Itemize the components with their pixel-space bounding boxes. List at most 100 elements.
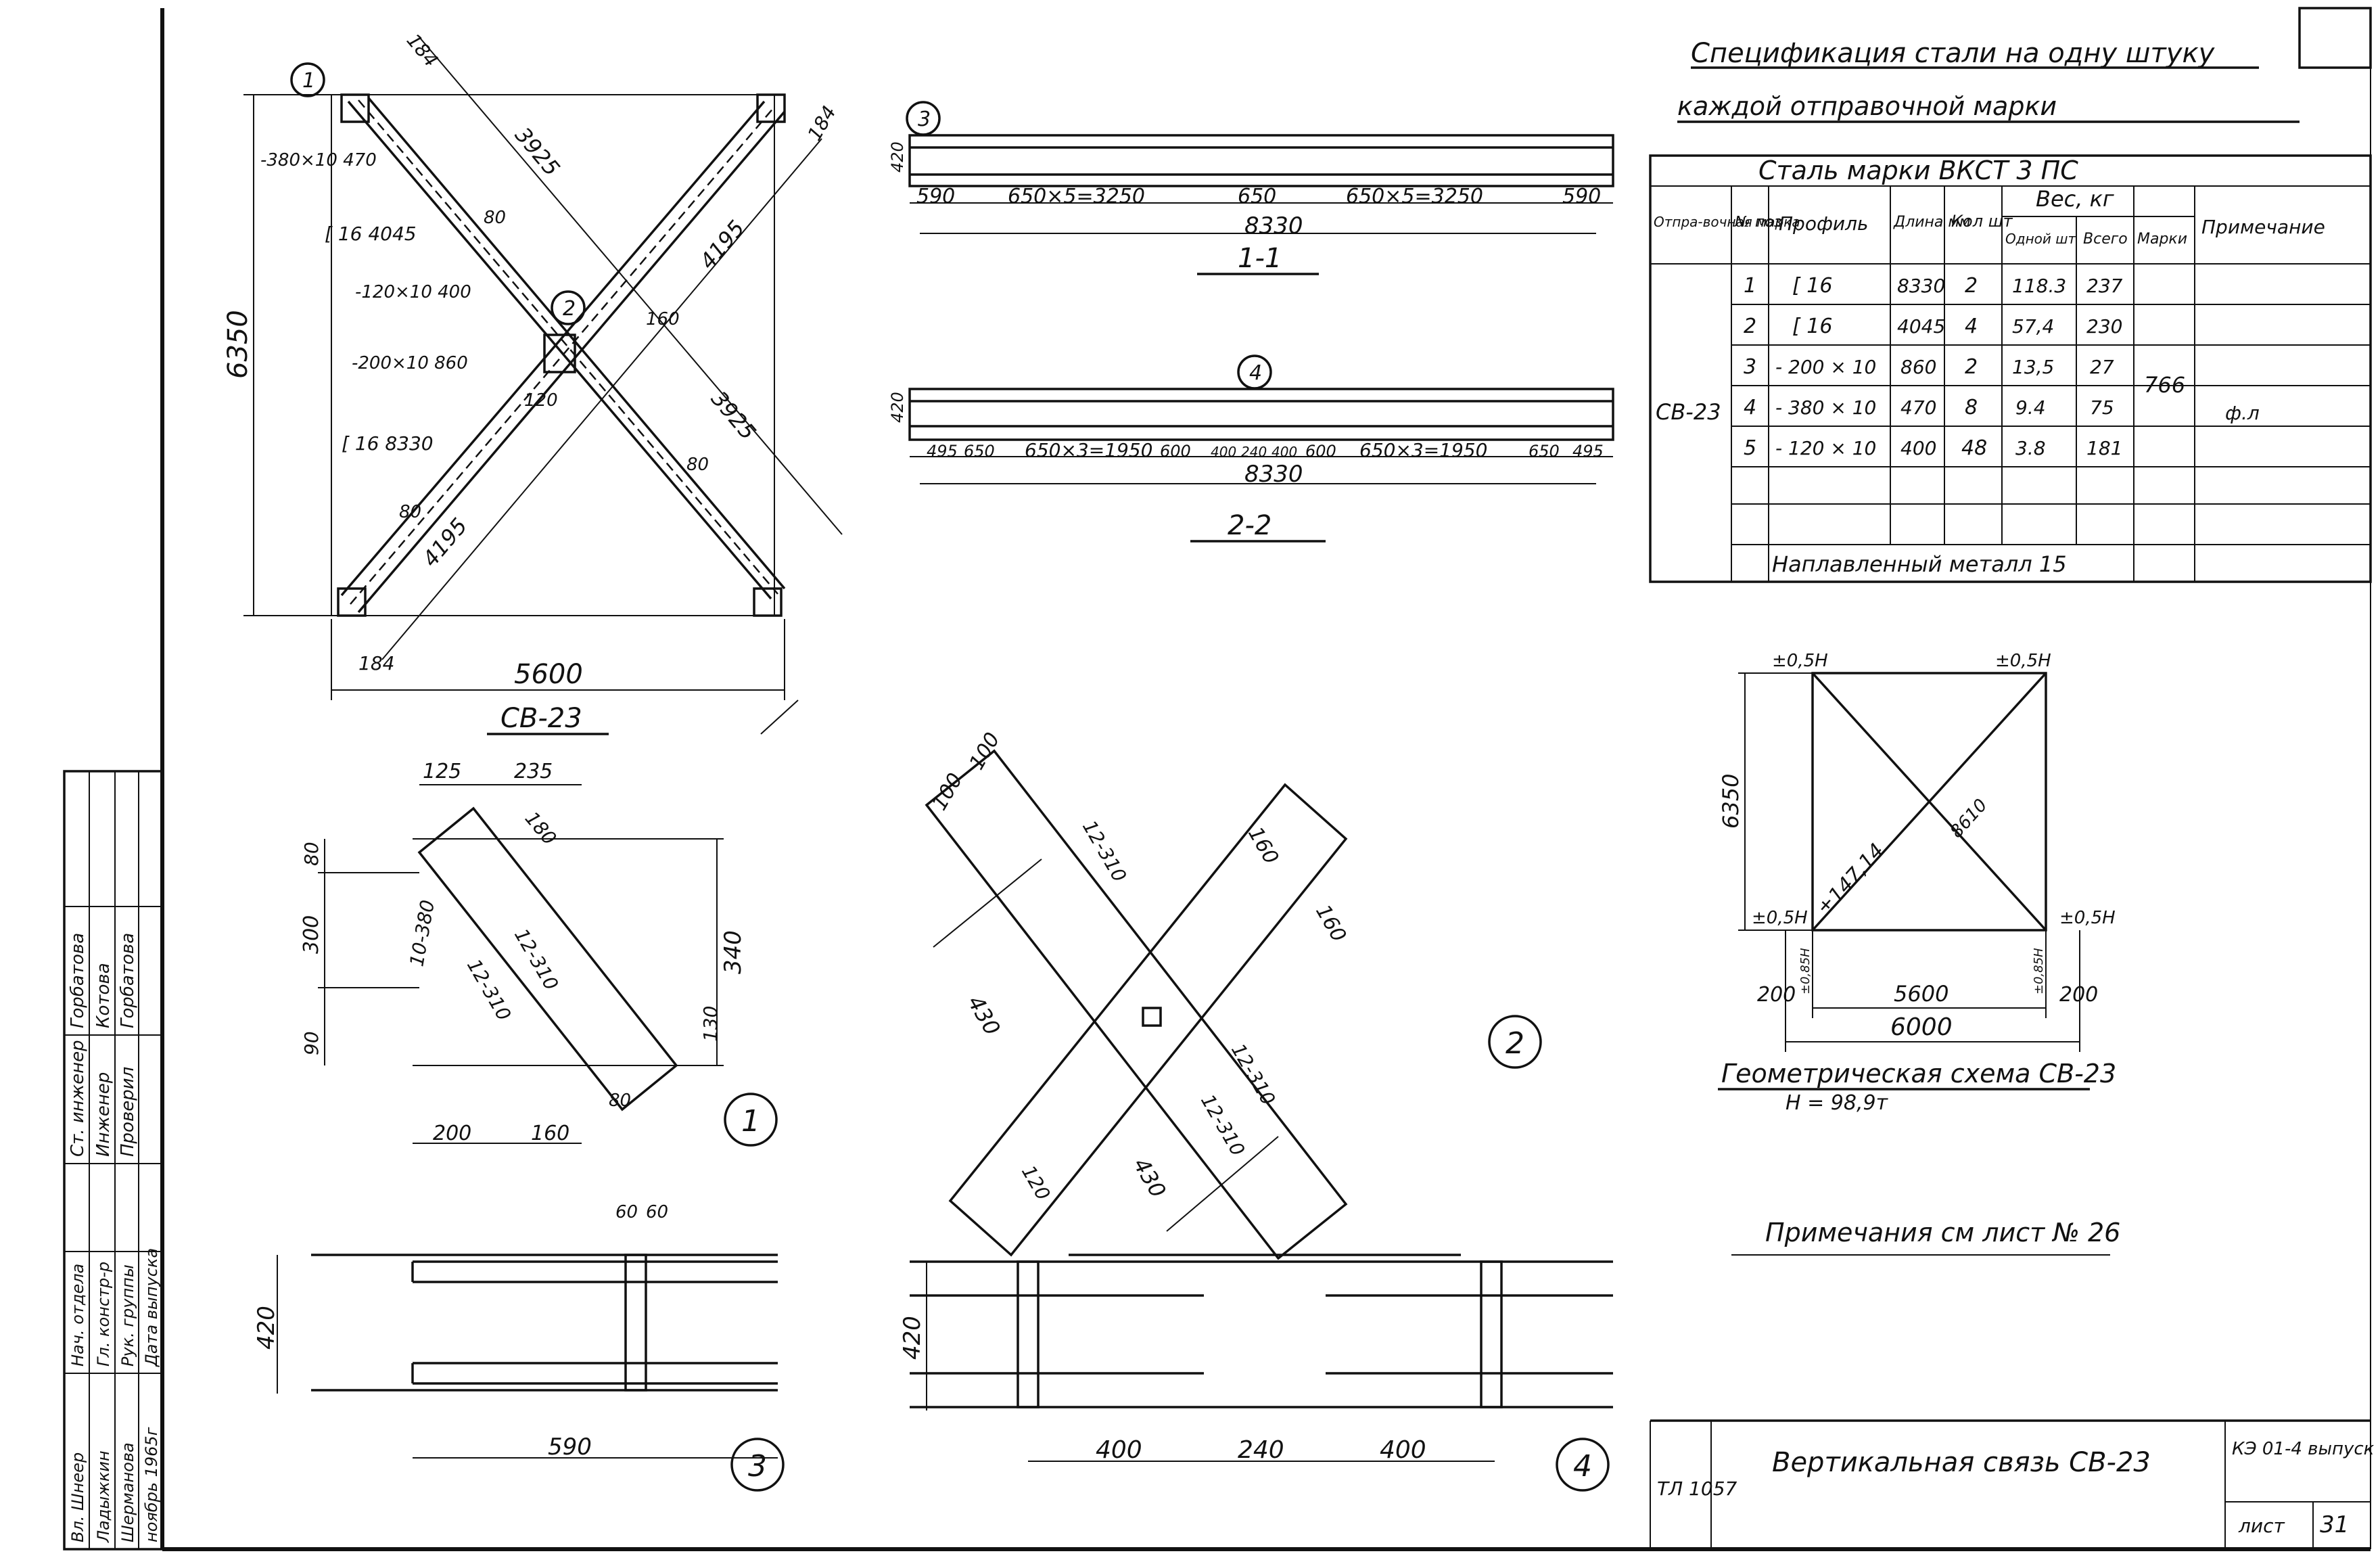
spec-h-pos: № поз [1734,214,1781,231]
s22-i: 650×3=1950 [1359,439,1487,461]
main-view [243,37,843,735]
spec-r5-profile: - 120 × 10 [1775,437,1876,459]
balloon-node1-main-text: 1 [302,69,315,93]
s22-e: 400 [1211,444,1236,460]
scheme-diag: 8610 [1946,795,1992,842]
s22-k: 495 [1572,442,1604,461]
spec-r2-length: 4045 [1897,315,1945,338]
spec-r4-qty: 8 [1965,396,1978,419]
s11-b: 650×5=3250 [1008,185,1145,208]
s22-g: 400 [1271,444,1297,460]
n1-f: 90 [300,1031,323,1055]
n1-d: 80 [300,842,323,866]
balloon-node4 [1556,1438,1610,1492]
title-block [1650,1419,2371,1549]
s11-label: 1-1 [1238,243,1282,274]
spec-h-one: Одной шт [2005,231,2077,247]
s11-d: 650×5=3250 [1346,185,1483,208]
stamp-column [63,770,164,1551]
title-block-code: КЭ 01-4 выпуск II [2232,1439,2380,1459]
main-diag2: 3925 [706,386,761,445]
spec-mark: СВ-23 [1656,399,1721,425]
main-n80b: 80 [686,455,709,475]
n2-w1: 12-310 [1078,817,1131,886]
sheet-number: 31 [2320,1511,2349,1538]
s22-a: 495 [927,442,958,461]
balloon-node1 [724,1093,778,1147]
main-n80a: 80 [484,208,506,228]
spec-note-value: ф.л [2225,402,2260,424]
main-plate1: -120×10 400 [355,282,471,302]
s22-label: 2-2 [1228,510,1271,541]
spec-r3-profile: - 200 × 10 [1775,356,1876,378]
balloon-node2-text: 2 [1506,1026,1524,1061]
spec-mark-total: 766 [2144,372,2185,398]
spec-r2-qty: 4 [1965,315,1978,338]
spec-steel: Сталь марки ВКСТ 3 ПС [1758,156,2078,185]
main-diag1: 3925 [510,122,565,181]
spec-r4-one: 9.4 [2015,396,2046,419]
n3-b: 60 [646,1202,668,1222]
spec-r2-all: 230 [2086,315,2122,338]
main-ch1: [ 16 4045 [325,223,417,245]
spec-r4-all: 75 [2090,396,2114,419]
spec-r2-pos: 2 [1744,315,1756,338]
scheme-c2: ±0,5H [1995,651,2051,671]
scheme-c4: ±0,5H [2059,908,2116,928]
scheme-v1: ±0,85H [1798,948,1813,994]
n1-e: 300 [300,915,323,954]
spec-r1-qty: 2 [1965,274,1978,298]
n1-w1: 10-380 [405,898,439,968]
n1-a: 125 [423,760,461,783]
scheme-h: 6350 [1718,774,1744,829]
s22-c: 650×3=1950 [1025,439,1152,461]
n2-d: 160 [1311,901,1351,946]
scheme-v2: ±0,85H [2032,948,2046,994]
main-n160: 160 [646,309,680,329]
scheme-load: ±147,14 [1813,839,1889,920]
main-n120: 120 [524,390,558,411]
spec-r5-all: 181 [2086,437,2122,459]
title-block-name: Вертикальная связь СВ-23 [1772,1447,2151,1478]
n3-c: 420 [253,1306,280,1350]
spec-r3-all: 27 [2090,356,2114,378]
spec-r1-one: 118.3 [2012,275,2066,297]
stamp-name-5: Шерманова [118,1442,137,1542]
balloon-node4-text: 4 [1573,1449,1592,1484]
spec-r1-length: 8330 [1897,275,1945,297]
node-3 [277,1254,778,1459]
s22-h: 600 [1305,442,1336,461]
node-2 [925,749,1348,1260]
n4-d: 400 [1380,1436,1426,1464]
scheme-title: Геометрическая схема СВ-23 [1721,1059,2116,1088]
s22-d: 600 [1160,442,1191,461]
scheme-s1: 200 [1757,983,1796,1007]
spec-r5-one: 3.8 [2015,437,2046,459]
node-4 [910,1254,1613,1462]
scheme-c1: ±0,5H [1772,651,1828,671]
n1-i: 200 [433,1122,471,1145]
scheme-w2: 6000 [1890,1013,1953,1041]
spec-r1-pos: 1 [1744,274,1756,298]
scheme-sub: H = 98,9т [1786,1091,1889,1115]
balloon-node1-main [290,62,325,97]
main-n80c: 80 [399,502,421,522]
spec-r4-pos: 4 [1744,396,1756,419]
stamp-role-5: Рук. группы [118,1264,137,1367]
main-label: СВ-23 [500,703,582,734]
spec-r5-length: 400 [1900,437,1936,459]
spec-r1-all: 237 [2086,275,2123,297]
main-d184a: 184 [402,29,443,71]
stamp-name-1: Горбатова [68,933,88,1028]
section-1-1 [908,134,1614,234]
s22-j: 650 [1529,442,1560,461]
spec-h-note: Примечание [2201,216,2325,238]
scheme-s2: 200 [2059,983,2098,1007]
s11-e: 590 [1562,185,1601,208]
s11-h: 420 [888,141,907,173]
n1-c: 180 [521,807,561,849]
balloon-section11 [906,101,941,136]
spec-r4-length: 470 [1900,396,1936,419]
main-width: 5600 [514,659,583,690]
balloon-node3 [730,1438,785,1492]
